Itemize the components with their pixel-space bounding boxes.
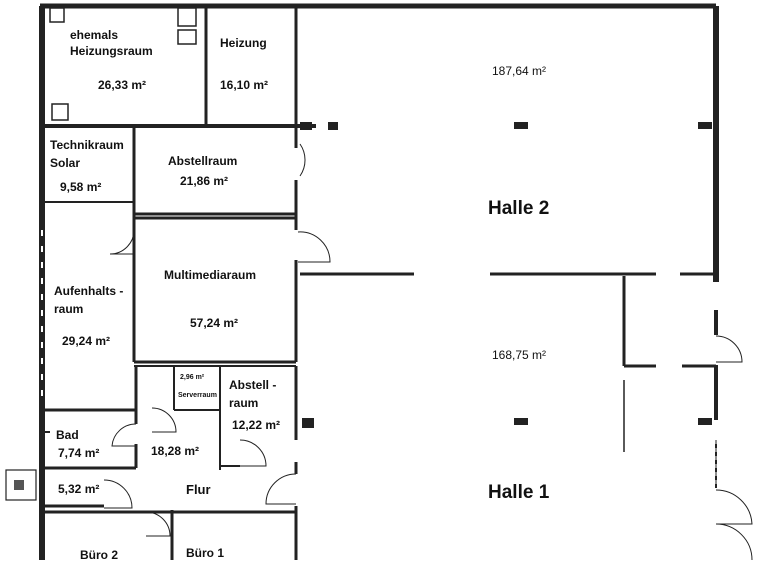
door xyxy=(151,407,177,433)
door xyxy=(297,231,331,263)
room-area: 168,75 m² xyxy=(492,348,547,362)
room-name: Solar xyxy=(50,156,81,170)
room-name: ehemals xyxy=(70,28,119,42)
vent-fixture xyxy=(51,103,69,121)
room-area: 26,33 m² xyxy=(98,78,147,92)
room-name: Halle 1 xyxy=(488,482,550,503)
entrance-fixture xyxy=(5,469,37,501)
room-name: raum xyxy=(229,396,259,410)
door xyxy=(239,439,267,467)
door xyxy=(299,143,306,177)
room-name: Büro 1 xyxy=(186,546,225,560)
room-name: Bad xyxy=(56,428,79,442)
pillar xyxy=(698,122,712,129)
room-name: Serverraum xyxy=(178,392,217,399)
room-area: 2,96 m² xyxy=(180,374,205,381)
room-area: 57,24 m² xyxy=(190,316,239,330)
room-area: 187,64 m² xyxy=(492,64,547,78)
pillar xyxy=(514,418,528,425)
pillar xyxy=(300,122,312,130)
room-name: Abstellraum xyxy=(168,154,238,168)
door xyxy=(715,489,753,525)
room-area: 5,32 m² xyxy=(58,482,100,496)
room-area: 12,22 m² xyxy=(232,418,281,432)
room-name: Aufenhalts - xyxy=(54,284,124,298)
room-name: Flur xyxy=(186,482,211,497)
room-area: 16,10 m² xyxy=(220,78,269,92)
entrance-fixture xyxy=(14,480,24,490)
door xyxy=(715,335,743,363)
room-name: Halle 2 xyxy=(488,198,550,219)
room-name: Multimediaraum xyxy=(164,268,257,282)
door xyxy=(109,229,135,255)
room-area: 18,28 m² xyxy=(151,444,200,458)
door xyxy=(715,523,753,560)
door xyxy=(103,479,133,509)
door xyxy=(265,473,297,505)
vent-fixture xyxy=(49,7,65,23)
room-name: Heizungsraum xyxy=(70,44,153,58)
room-name: Heizung xyxy=(220,36,267,50)
room-name: Abstell - xyxy=(229,378,277,392)
room-name: Büro 2 xyxy=(80,548,119,562)
door xyxy=(145,511,171,537)
door xyxy=(111,423,137,447)
room-name: Technikraum xyxy=(50,138,124,152)
vent-fixture xyxy=(177,29,197,45)
room-name: raum xyxy=(54,302,84,316)
room-area: 21,86 m² xyxy=(180,174,229,188)
pillar xyxy=(328,122,338,130)
pillar xyxy=(302,418,314,428)
vent-fixture xyxy=(177,7,197,27)
pillar xyxy=(698,418,712,425)
room-area: 29,24 m² xyxy=(62,334,111,348)
pillar xyxy=(514,122,528,129)
room-area: 7,74 m² xyxy=(58,446,100,460)
room-area: 9,58 m² xyxy=(60,180,102,194)
